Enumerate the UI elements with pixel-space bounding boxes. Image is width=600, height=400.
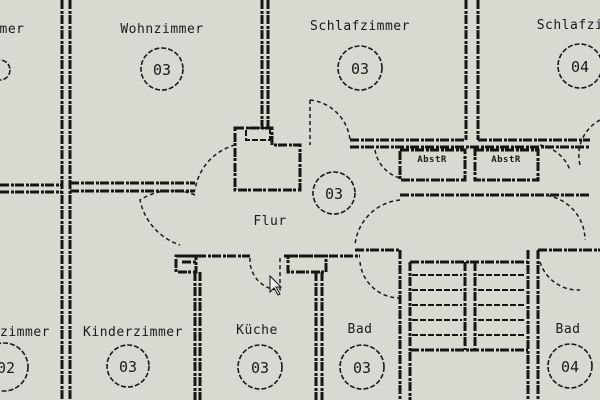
room-label: Kinderzimmer [83, 325, 183, 340]
room-label: zimmer [0, 325, 50, 340]
room-number: 03 [118, 358, 138, 376]
room-number: 03 [352, 359, 372, 377]
room-number: 03 [350, 60, 370, 78]
room-label: Bad [555, 322, 581, 337]
room-number: 04 [560, 358, 580, 376]
room-label: Küche [236, 323, 278, 338]
room-label: Schlafzimmer [310, 19, 410, 34]
room-number: 04 [570, 58, 590, 76]
room-label: mer [0, 22, 25, 37]
stairs [412, 274, 526, 336]
room-label: Flur [253, 214, 287, 229]
closet-label: AbstR [491, 155, 521, 165]
room-label: Schlafzi [536, 18, 600, 33]
room-label: Bad [347, 322, 373, 337]
closet-label: AbstR [417, 155, 447, 165]
room-number: 02 [0, 359, 16, 377]
mouse-cursor-icon [269, 274, 283, 296]
room-label: Wohnzimmer [120, 22, 204, 37]
room-number: 03 [324, 185, 344, 203]
door-swings [139, 99, 600, 299]
room-number: 03 [250, 359, 270, 377]
room-number: 03 [152, 61, 172, 79]
room-number-circles [0, 43, 600, 392]
